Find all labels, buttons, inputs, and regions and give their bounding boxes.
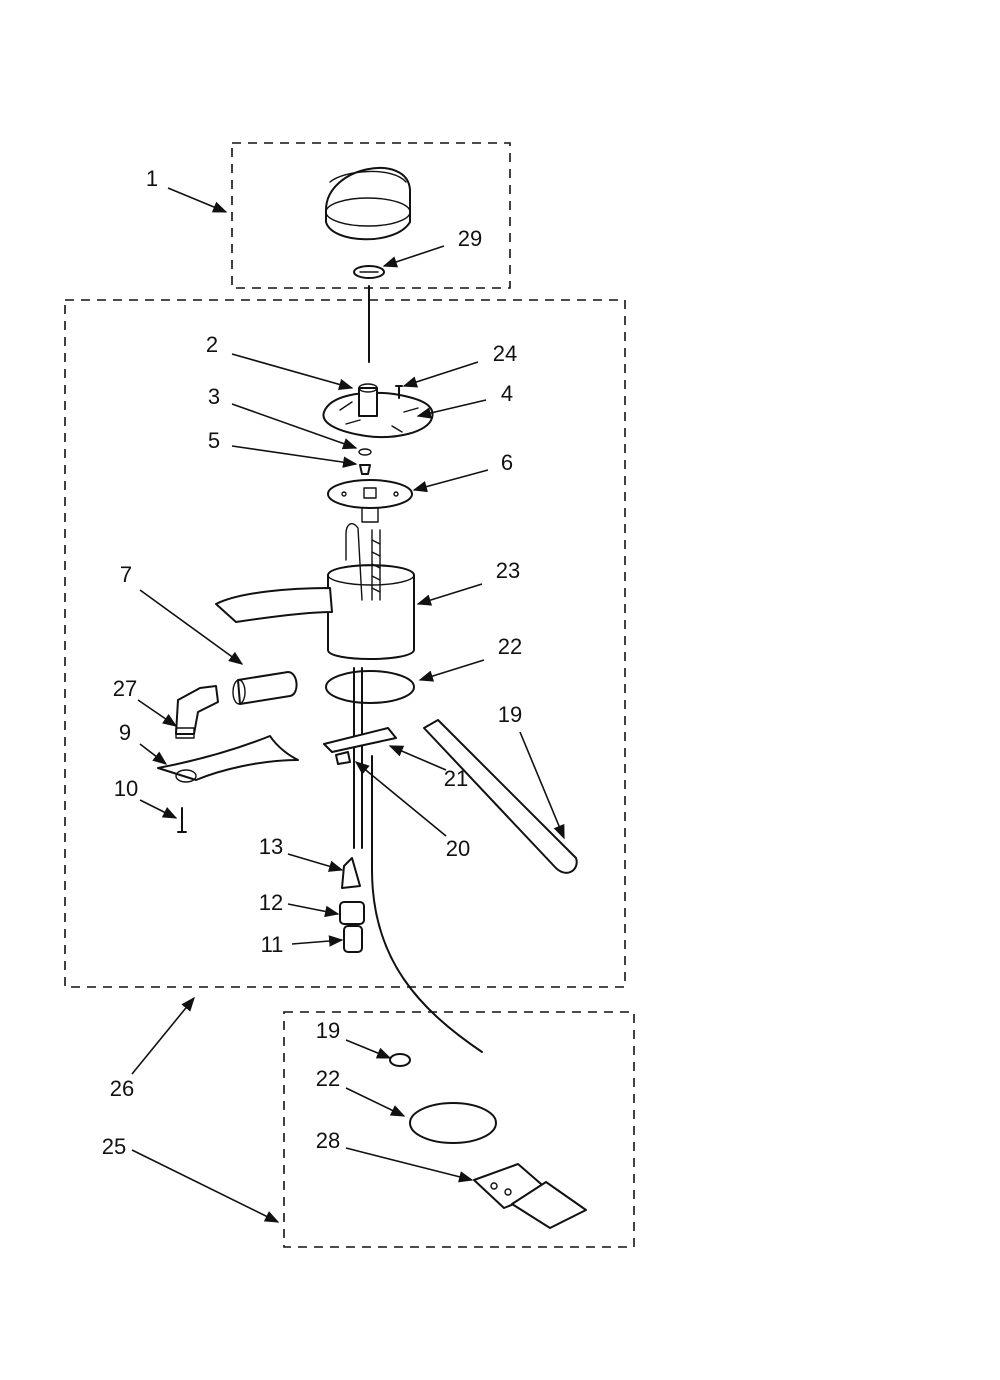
gasket-28-kit-part (473, 1163, 587, 1229)
label-part-9: 9 (119, 720, 131, 745)
aerator-tube-part (232, 671, 298, 705)
label-part-27: 27 (113, 676, 137, 701)
escutcheon-9-part (157, 735, 299, 783)
strainer-13-part (341, 857, 361, 889)
o-ring-22-part (325, 670, 415, 704)
label-part-25: 25 (102, 1134, 126, 1159)
label-part-12: 12 (259, 890, 283, 915)
label-part-24: 24 (493, 341, 517, 366)
label-part-19: 19 (498, 702, 522, 727)
label-part-11: 11 (261, 932, 284, 957)
mounting-plate-part (327, 479, 413, 523)
sprayer-hose-part (423, 719, 578, 874)
label-part-20: 20 (446, 836, 470, 861)
screw-10-part (177, 807, 187, 833)
nut-20-part (335, 751, 351, 765)
spout-body-part (215, 523, 415, 660)
label-part-23: 23 (496, 558, 520, 583)
bracket-21-part (323, 727, 397, 753)
label-part-3: 3 (208, 384, 220, 409)
label-part-13: 13 (259, 834, 283, 859)
label-part-28: 28 (316, 1128, 340, 1153)
label-part-22: 22 (498, 634, 522, 659)
supply-tube (353, 667, 363, 849)
label-part-29: 29 (458, 226, 482, 251)
label-part-6: 6 (501, 450, 513, 475)
o-ring-22-kit-part (409, 1102, 497, 1144)
o-ring-3-part (358, 448, 372, 456)
label-part-1: 1 (146, 166, 158, 191)
supply-hose (371, 755, 483, 1053)
seat-5-part (359, 464, 371, 475)
faucet-assembly-box (64, 299, 626, 988)
elbow-27-part (175, 685, 219, 739)
label-part-4: 4 (501, 381, 513, 406)
screw-24-part (395, 385, 403, 399)
handle-kit-box (231, 142, 511, 289)
label-part-7: 7 (120, 562, 132, 587)
clip-19-kit-part (389, 1053, 411, 1067)
coupling-12-11-part (339, 901, 365, 953)
label-part-19-kit: 19 (316, 1018, 340, 1043)
label-part-22-kit: 22 (316, 1066, 340, 1091)
label-part-2: 2 (206, 332, 218, 357)
label-part-10: 10 (114, 776, 138, 801)
cartridge-part (322, 383, 434, 438)
label-part-26: 26 (110, 1076, 134, 1101)
retaining-clip-part (353, 265, 385, 279)
label-part-5: 5 (208, 428, 220, 453)
parts-kit-box (283, 1011, 635, 1248)
handle-knob-part (325, 166, 411, 241)
label-part-21: 21 (444, 766, 468, 791)
